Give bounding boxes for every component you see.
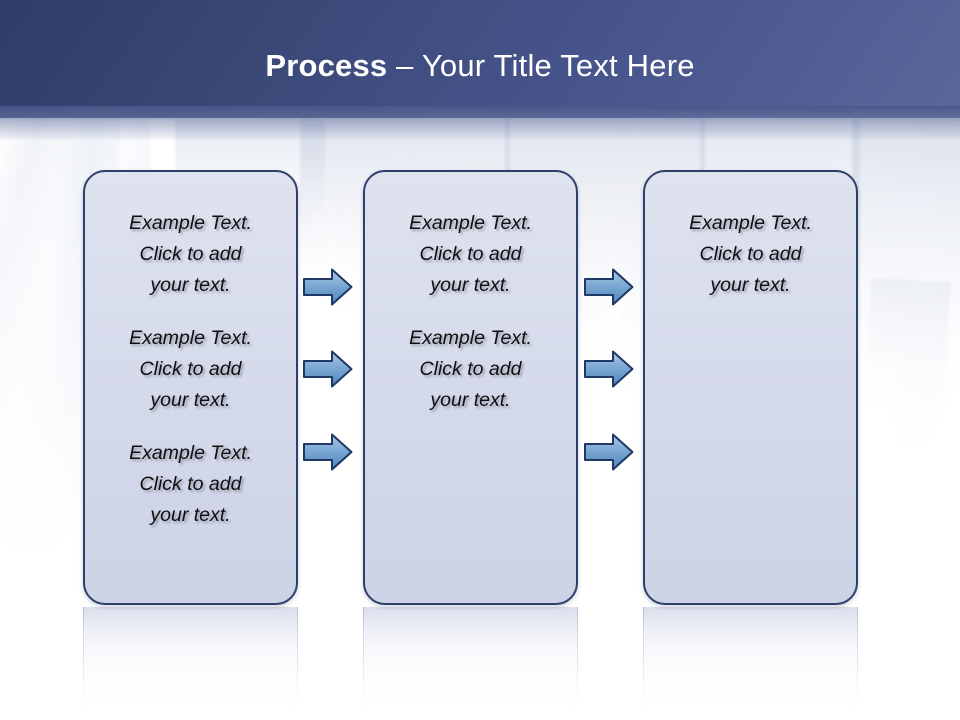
box-reflection (83, 607, 298, 720)
right-arrow-icon[interactable] (303, 350, 353, 388)
process-box-1-text-3[interactable]: Example Text. Click to add your text. (129, 442, 252, 526)
process-box-2-text-1[interactable]: Example Text. Click to add your text. (409, 212, 532, 296)
box-reflection (363, 607, 578, 720)
page-title: Process – Your Title Text Here (0, 48, 960, 84)
process-box-2[interactable]: Example Text. Click to add your text. Ex… (363, 170, 578, 605)
process-box-3[interactable]: Example Text. Click to add your text. (643, 170, 858, 605)
right-arrow-icon[interactable] (584, 268, 634, 306)
page-title-rest: – Your Title Text Here (387, 48, 695, 83)
box-reflection (643, 607, 858, 720)
process-box-3-text-1[interactable]: Example Text. Click to add your text. (689, 212, 812, 296)
right-arrow-icon[interactable] (584, 433, 634, 471)
process-box-1-text-2[interactable]: Example Text. Click to add your text. (129, 327, 252, 411)
right-arrow-icon[interactable] (303, 433, 353, 471)
right-arrow-icon[interactable] (584, 350, 634, 388)
page-title-bold: Process (265, 48, 388, 83)
process-box-1-text-1[interactable]: Example Text. Click to add your text. (129, 212, 252, 296)
process-box-2-text-2[interactable]: Example Text. Click to add your text. (409, 327, 532, 411)
right-arrow-icon[interactable] (303, 268, 353, 306)
title-band: Process – Your Title Text Here (0, 0, 960, 140)
process-box-1[interactable]: Example Text. Click to add your text. Ex… (83, 170, 298, 605)
